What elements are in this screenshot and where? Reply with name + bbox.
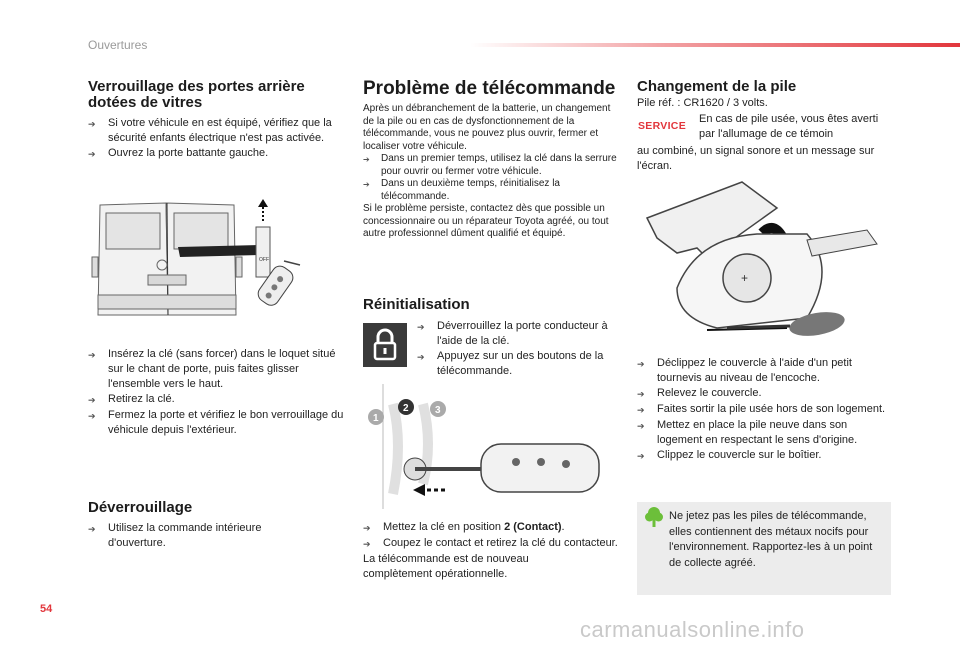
- watermark: carmanualsonline.info: [580, 617, 805, 642]
- outro-text: Si le problème persiste, contactez dès q…: [363, 203, 609, 239]
- arrow-bullet-icon: ➔: [637, 389, 645, 399]
- unlock-steps: ➔Utilisez la commande intérieure d'ouver…: [88, 521, 318, 551]
- final-steps: ➔Mettez la clé en position 2 (Contact). …: [363, 520, 621, 582]
- key-ignition-illustration: 1 2 3: [363, 384, 618, 509]
- key-steps: ➔Insérez la clé (sans forcer) dans le lo…: [88, 347, 346, 438]
- unlock-title: Déverrouillage: [88, 499, 193, 516]
- battery-replacement-illustration: +: [637, 178, 892, 338]
- environment-note-text: Ne jetez pas les piles de télécommande, …: [669, 510, 873, 569]
- list-item: ➔Déclippez le couvercle à l'aide d'un pe…: [637, 357, 852, 384]
- list-item: ➔Mettez en place la pile neuve dans son …: [637, 419, 858, 446]
- battery-plus-icon: +: [741, 271, 748, 285]
- arrow-bullet-icon: ➔: [363, 523, 371, 533]
- intro-text: Après un débranchement de la batterie, u…: [363, 103, 611, 152]
- arrow-bullet-icon: ➔: [363, 539, 371, 549]
- list-item: ➔Dans un premier temps, utilisez la clé …: [363, 153, 617, 177]
- arrow-bullet-icon: ➔: [363, 155, 370, 164]
- arrow-bullet-icon: ➔: [637, 359, 645, 369]
- rear-doors-title: Verrouillage des portes arrière dotées d…: [88, 78, 305, 111]
- page-number: 54: [40, 603, 53, 615]
- final-text: La télécommande est de nouveau complètem…: [363, 553, 529, 580]
- lock-icon: [363, 323, 407, 367]
- remote-problem-body: Après un débranchement de la batterie, u…: [363, 103, 618, 241]
- list-item: ➔Coupez le contact et retirez la clé du …: [363, 536, 621, 552]
- list-item: ➔Déverrouillez la porte conducteur à l'a…: [417, 320, 608, 347]
- arrow-bullet-icon: ➔: [637, 421, 645, 431]
- list-item: ➔Dans un deuxième temps, réinitialisez l…: [363, 178, 560, 202]
- list-item: ➔Fermez la porte et vérifiez le bon verr…: [88, 409, 344, 436]
- reinit-steps: ➔Déverrouillez la porte conducteur à l'a…: [417, 319, 619, 379]
- service-warning-icon: SERVICE: [637, 117, 687, 135]
- step-1-label: 1: [373, 413, 379, 424]
- reinit-title: Réinitialisation: [363, 296, 470, 313]
- arrow-bullet-icon: ➔: [417, 352, 425, 362]
- list-item: ➔Relevez le couvercle.: [637, 386, 892, 402]
- list-item: ➔Mettez la clé en position 2 (Contact).: [363, 520, 621, 536]
- arrow-bullet-icon: ➔: [637, 405, 645, 415]
- van-rear-door-illustration: OFF: [88, 195, 338, 320]
- list-item: ➔Insérez la clé (sans forcer) dans le lo…: [88, 348, 336, 390]
- list-item: ➔Si votre véhicule en est équipé, vérifi…: [88, 117, 332, 144]
- list-item: ➔Retirez la clé.: [88, 392, 346, 408]
- battery-change-title: Changement de la pile: [637, 78, 797, 95]
- arrow-bullet-icon: ➔: [363, 180, 370, 189]
- arrow-bullet-icon: ➔: [637, 451, 645, 461]
- tree-icon: [645, 507, 663, 527]
- rear-doors-steps: ➔Si votre véhicule en est équipé, vérifi…: [88, 116, 346, 162]
- off-label: OFF: [259, 257, 269, 263]
- list-item: ➔Utilisez la commande intérieure d'ouver…: [88, 522, 262, 549]
- arrow-bullet-icon: ➔: [88, 149, 96, 159]
- arrow-bullet-icon: ➔: [88, 350, 96, 360]
- arrow-bullet-icon: ➔: [88, 411, 96, 421]
- environment-note: [637, 502, 891, 595]
- step-3-label: 3: [435, 405, 441, 416]
- battery-steps: ➔Déclippez le couvercle à l'aide d'un pe…: [637, 356, 892, 464]
- arrow-bullet-icon: ➔: [88, 119, 96, 129]
- list-item: ➔Faites sortir la pile usée hors de son …: [637, 402, 892, 418]
- section-title: Ouvertures: [88, 38, 148, 52]
- battery-ref: Pile réf. : CR1620 / 3 volts.: [637, 97, 768, 109]
- step-2-label: 2: [403, 403, 409, 414]
- arrow-bullet-icon: ➔: [88, 524, 96, 534]
- service-text-a: En cas de pile usée, vous êtes averti pa…: [699, 113, 879, 140]
- arrow-bullet-icon: ➔: [88, 395, 96, 405]
- list-item: ➔Appuyez sur un des boutons de la téléco…: [417, 350, 604, 377]
- service-text-b: au combiné, un signal sonore et un messa…: [637, 145, 875, 172]
- arrow-bullet-icon: ➔: [417, 322, 425, 332]
- remote-problem-title: Problème de télécommande: [363, 78, 616, 99]
- header-accent-bar: [470, 43, 960, 47]
- list-item: ➔Clippez le couvercle sur le boîtier.: [637, 448, 892, 464]
- list-item: ➔Ouvrez la porte battante gauche.: [88, 146, 346, 162]
